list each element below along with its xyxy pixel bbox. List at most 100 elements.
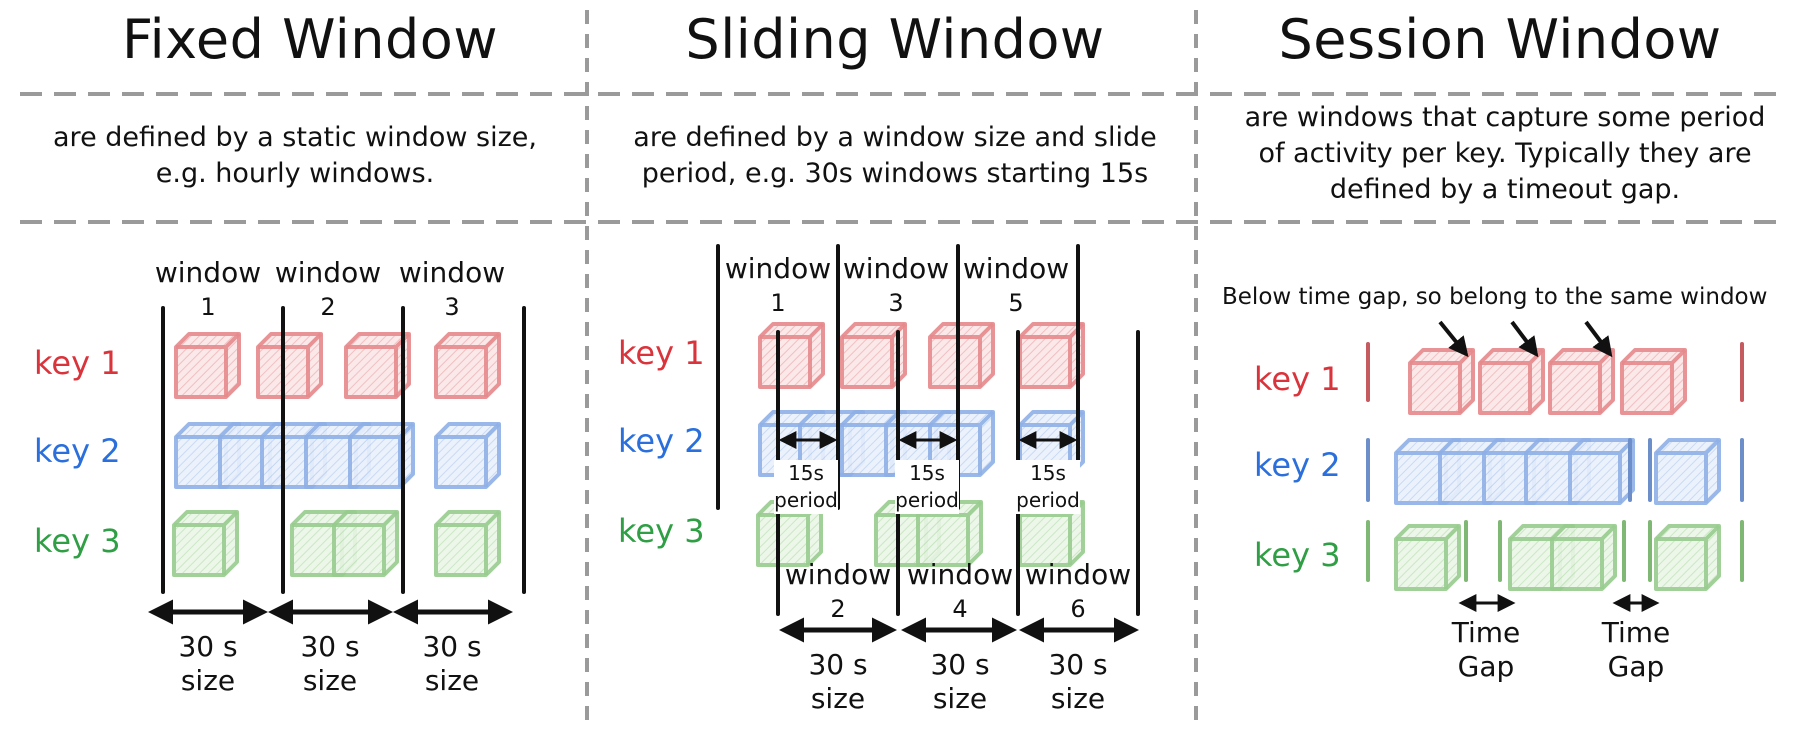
session-key2-cube-6 [1654,438,1721,505]
sliding-key-2-label: key 2 [618,422,705,460]
fixed-window-2-label: window 2 [268,256,388,324]
fixed-key1-cube-3-body [344,332,411,399]
sliding-window-2-number: 2 [830,595,846,623]
session-key3-cube-4-body [1654,524,1721,591]
sliding-key1-cube-1-body [758,322,825,389]
sliding-key3-cube-3-edges [918,500,983,565]
title-sliding-window: Sliding Window [685,8,1105,71]
fixed-size-3-unit: size [424,664,480,697]
fixed-key3-cube-3-body [332,510,399,577]
sliding-window-2-text: window [784,558,892,591]
fixed-size-2-unit: size [302,664,358,697]
fixed-key1-cube-1 [174,332,241,399]
sliding-window-6-label: window 6 [1018,558,1138,626]
sliding-window-5-label: window 5 [956,252,1076,320]
sliding-size-1-value: 30 s [808,648,868,681]
description-fixed-window: are defined by a static window size, e.g… [53,122,537,189]
session-key1-cube-3-body [1548,348,1615,415]
sliding-key1-cube-2-body [840,322,907,389]
sliding-period-1-label: 15s period [774,460,838,514]
session-pointer-arrow-3 [1584,320,1613,358]
session-key1-cube-4-body [1620,348,1687,415]
sliding-window-1-label: window 1 [718,252,838,320]
sliding-window-1-text: window [724,252,832,285]
sliding-window-4-number: 4 [952,595,968,623]
session-note: Below time gap, so belong to the same wi… [1222,284,1768,310]
sliding-key1-cube-2-edges [842,322,907,387]
description-session-window: are windows that capture some period of … [1244,102,1766,205]
sliding-period-2-label: 15s period [895,460,959,514]
session-key3-cube-4-edges [1656,524,1721,589]
fixed-key2-cube-5 [348,422,415,489]
sliding-key1-cube-3-body [928,322,995,389]
fixed-size-1-value: 30 s [178,630,238,663]
session-key3-cube-4 [1654,524,1721,591]
title-session-window: Session Window [1278,8,1722,71]
session-key3-cube-3 [1550,524,1617,591]
session-gap-2-label: Time Gap [1586,616,1686,684]
sliding-key3-cube-1 [756,500,823,567]
fixed-key-1-label: key 1 [34,344,121,382]
session-key-1-label: key 1 [1254,360,1341,398]
fixed-size-1-unit: size [180,664,236,697]
description-sliding-window: are defined by a window size and slide p… [633,122,1157,189]
session-key1-cube-2-body [1478,348,1545,415]
session-key1-cube-2 [1478,348,1545,415]
sliding-key1-cube-2 [840,322,907,389]
session-pointer-arrow-1 [1438,320,1469,358]
lines-layer [148,244,1744,643]
fixed-key1-cube-4-edges [436,332,501,397]
fixed-key3-cube-4-edges [436,510,501,575]
fixed-window-1-text: window [154,256,262,289]
sliding-size-2-unit: size [932,682,988,715]
sliding-size-1-unit: size [810,682,866,715]
session-key1-cube-1 [1408,348,1475,415]
session-key2-cube-5 [1568,438,1635,505]
sliding-size-3-label: 30 s size [1018,648,1138,716]
session-gap-1-label: Time Gap [1436,616,1536,684]
fixed-size-3-value: 30 s [422,630,482,663]
session-key-3-label: key 3 [1254,536,1341,574]
fixed-window-2-number: 2 [320,293,336,321]
sliding-key1-cube-3 [928,322,995,389]
fixed-key3-cube-3 [332,510,399,577]
sliding-window-6-number: 6 [1070,595,1086,623]
session-gap-1-line2: Gap [1457,650,1515,683]
session-gap-2-line1: Time [1601,616,1671,649]
sliding-period-3-label: 15s period [1016,460,1080,514]
sliding-window-1-number: 1 [770,289,786,317]
fixed-key1-cube-1-edges [176,332,241,397]
sliding-window-3-text: window [842,252,950,285]
fixed-key2-cube-5-edges [350,422,415,487]
fixed-key1-cube-1-body [174,332,241,399]
sliding-key2-cube-5-edges [930,410,995,475]
fixed-key2-cube-5-body [348,422,415,489]
sliding-size-2-label: 30 s size [900,648,1020,716]
fixed-key3-cube-3-edges [334,510,399,575]
fixed-window-1-number: 1 [200,293,216,321]
sliding-window-5-text: window [962,252,1070,285]
fixed-key1-cube-4 [434,332,501,399]
session-key1-cube-4 [1620,348,1687,415]
fixed-key3-cube-1-edges [174,510,239,575]
session-key3-cube-1-edges [1396,524,1461,589]
fixed-key1-cube-2-body [256,332,323,399]
session-key1-cube-1-body [1408,348,1475,415]
sliding-window-4-text: window [906,558,1014,591]
sliding-key1-cube-3-edges [930,322,995,387]
session-key1-cube-3 [1548,348,1615,415]
sliding-window-3-number: 3 [888,289,904,317]
sliding-period-1-unit: period [774,488,838,512]
sliding-key3-cube-1-body [756,500,823,567]
sliding-period-3-value: 15s [1030,461,1066,485]
session-key3-cube-1-body [1394,524,1461,591]
session-key-2-label: key 2 [1254,446,1341,484]
sliding-size-2-value: 30 s [930,648,990,681]
sliding-window-6-text: window [1024,558,1132,591]
fixed-size-2-label: 30 s size [270,630,390,698]
session-gap-1-line1: Time [1451,616,1521,649]
fixed-key1-cube-4-body [434,332,501,399]
fixed-window-3-text: window [398,256,506,289]
session-key3-cube-3-edges [1552,524,1617,589]
